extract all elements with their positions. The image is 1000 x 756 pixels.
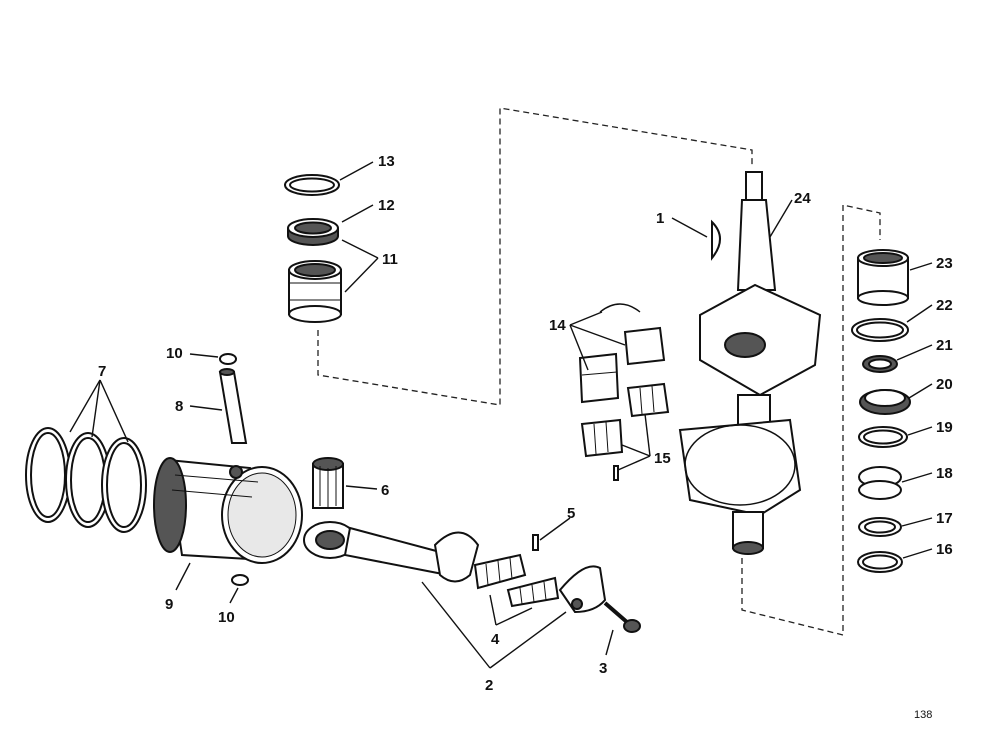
callout-9: 9 bbox=[165, 596, 173, 613]
callout-16: 16 bbox=[936, 541, 953, 558]
callout-22: 22 bbox=[936, 297, 953, 314]
bearing-sleeve-11 bbox=[288, 260, 342, 323]
callout-2: 2 bbox=[485, 677, 493, 694]
callout-3: 3 bbox=[599, 660, 607, 677]
connecting-rod-2 bbox=[303, 521, 480, 583]
piston-9 bbox=[153, 457, 303, 564]
ring-19 bbox=[858, 426, 908, 448]
callout-4: 4 bbox=[491, 631, 500, 648]
washer-17 bbox=[858, 517, 902, 537]
callout-1: 1 bbox=[656, 210, 664, 227]
callout-13: 13 bbox=[378, 153, 395, 170]
seal-ring-13 bbox=[284, 174, 340, 196]
page-number: 138 bbox=[914, 709, 932, 721]
callout-6: 6 bbox=[381, 482, 389, 499]
callout-5: 5 bbox=[567, 505, 575, 522]
callout-23: 23 bbox=[936, 255, 953, 272]
callout-8: 8 bbox=[175, 398, 183, 415]
callout-7: 7 bbox=[98, 363, 106, 380]
needle-bearing-6 bbox=[312, 457, 344, 509]
piston-pin-8 bbox=[218, 368, 248, 444]
oil-seal-12 bbox=[287, 218, 339, 246]
rod-cap-2 bbox=[558, 565, 607, 614]
callout-11: 11 bbox=[382, 251, 398, 268]
crankshaft-24 bbox=[678, 171, 822, 555]
callout-20: 20 bbox=[936, 376, 953, 393]
callout-17: 17 bbox=[936, 510, 953, 527]
dowel-pin-5 bbox=[532, 534, 539, 551]
bearing-cages-4 bbox=[473, 553, 560, 608]
leader-lines bbox=[69, 161, 933, 669]
assembly-guide-right bbox=[741, 204, 881, 636]
washer-21 bbox=[862, 355, 898, 373]
o-ring-22 bbox=[851, 318, 909, 342]
assembly-guide-upper bbox=[317, 107, 753, 406]
main-bearing-cages-15 bbox=[580, 382, 670, 481]
main-bearing-liners-14 bbox=[578, 303, 666, 404]
callout-24: 24 bbox=[794, 190, 811, 207]
callout-15: 15 bbox=[654, 450, 671, 467]
retainer-clip-10-top bbox=[219, 353, 237, 365]
callout-14: 14 bbox=[549, 317, 566, 334]
callout-12: 12 bbox=[378, 197, 395, 214]
seal-20 bbox=[859, 389, 911, 415]
callout-18: 18 bbox=[936, 465, 953, 482]
callout-10-top: 10 bbox=[166, 345, 183, 362]
callout-21: 21 bbox=[936, 337, 953, 354]
cap-screw-3 bbox=[603, 601, 641, 633]
ring-16 bbox=[857, 551, 903, 573]
callout-10-bottom: 10 bbox=[218, 609, 235, 626]
retaining-ring-18 bbox=[858, 466, 902, 500]
bearing-sleeve-23 bbox=[857, 249, 909, 306]
retainer-clip-10-bottom bbox=[231, 574, 249, 586]
woodruff-key-1 bbox=[711, 219, 721, 261]
piston-rings-7 bbox=[25, 427, 147, 533]
callout-19: 19 bbox=[936, 419, 953, 436]
